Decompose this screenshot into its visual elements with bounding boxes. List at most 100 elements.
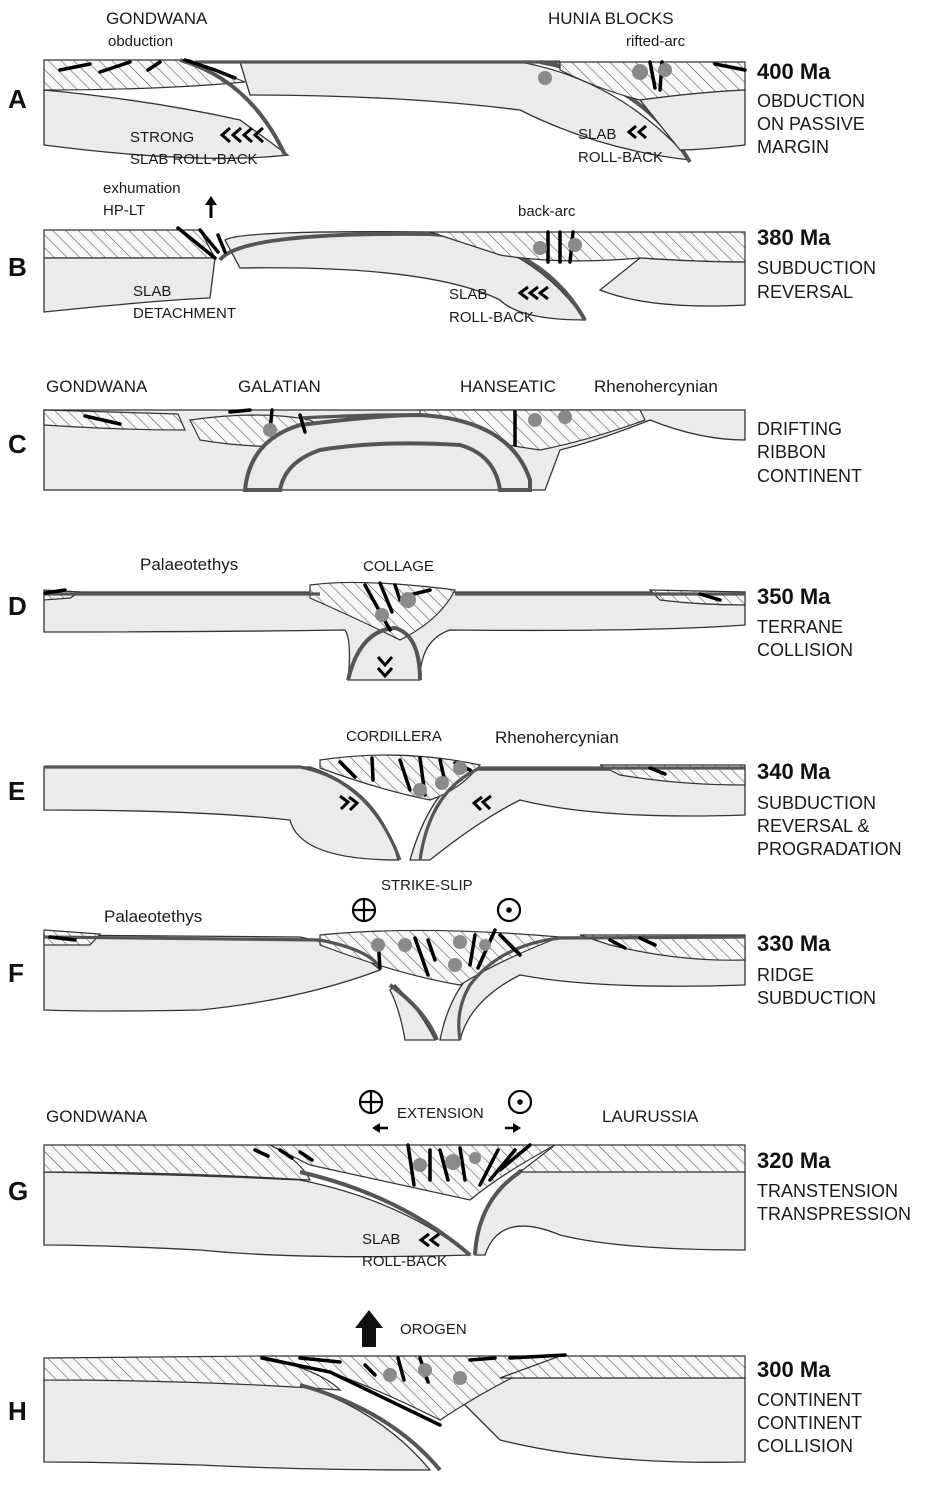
pluton [533, 241, 547, 255]
label-roll-back: ROLL-BACK [578, 149, 663, 166]
age-label: 350 Ma [757, 584, 831, 609]
caption-line: ON PASSIVE [757, 114, 865, 134]
panel-d: D Palaeotethys COLLAGE 350 Ma TERRANE CO… [8, 555, 853, 680]
caption-line: RIDGE [757, 965, 814, 985]
continental-lithosphere [44, 90, 288, 158]
pluton [445, 1154, 461, 1170]
up-arrow-icon [355, 1310, 383, 1347]
pluton [568, 238, 582, 252]
fault [218, 235, 225, 252]
caption-line: COLLISION [757, 640, 853, 660]
left-lithosphere [44, 767, 398, 860]
panel-letter: C [8, 429, 27, 459]
label-slab: SLAB [362, 1231, 400, 1248]
label-gondwana: GONDWANA [106, 9, 208, 28]
pluton [469, 1152, 481, 1164]
label-exhumation: exhumation [103, 180, 181, 197]
panel-a: A GONDWANA obduction HUNIA BLOCKS rifted… [8, 9, 865, 168]
label-collage: COLLAGE [363, 558, 434, 575]
pluton [263, 423, 277, 437]
panel-letter: F [8, 958, 24, 988]
pluton [383, 1368, 397, 1382]
pluton [528, 413, 542, 427]
caption-line: OBDUCTION [757, 91, 865, 111]
pluton [658, 63, 672, 77]
label-palaeotethys: Palaeotethys [140, 555, 238, 574]
pluton [413, 783, 427, 797]
caption-line: TERRANE [757, 617, 843, 637]
label-laurussia: LAURUSSIA [602, 1107, 699, 1126]
label-hunia-blocks: HUNIA BLOCKS [548, 9, 674, 28]
up-arrow-icon [205, 196, 217, 205]
panel-e: E CORDILLERA Rhenohercynian 340 Ma SUBDU… [8, 728, 902, 860]
label-gondwana: GONDWANA [46, 1107, 148, 1126]
caption-line: CONTINENT [757, 1413, 862, 1433]
label-gondwana: GONDWANA [46, 377, 148, 396]
panel-f: F Palaeotethys STRIKE-SLIP [8, 877, 876, 1040]
right-lithosphere [475, 1170, 745, 1255]
pluton [418, 1363, 432, 1377]
pluton [371, 938, 385, 952]
fault [372, 758, 373, 780]
laurussia-crust [520, 1145, 745, 1172]
label-rhenohercynian: Rhenohercynian [594, 377, 718, 396]
caption-line: SUBDUCTION [757, 988, 876, 1008]
label-roll-back: ROLL-BACK [449, 309, 534, 326]
into-page-symbol-icon [353, 899, 375, 921]
pluton [398, 938, 412, 952]
label-slab: SLAB [449, 286, 487, 303]
caption-line: CONTINENT [757, 1390, 862, 1410]
panel-g: G GONDWANA EXTENSION LAURUSSIA [8, 1091, 911, 1270]
caption-line: MARGIN [757, 137, 829, 157]
age-label: 380 Ma [757, 225, 831, 250]
panel-h: H OROGEN 300 Ma CONTINENT CONTINENT COLL… [8, 1310, 862, 1470]
caption-line: DRIFTING [757, 419, 842, 439]
label-galatian: GALATIAN [238, 377, 321, 396]
pluton [632, 64, 648, 80]
label-detachment: DETACHMENT [133, 305, 236, 322]
caption-line: REVERSAL [757, 282, 853, 302]
pluton [479, 939, 491, 951]
right-plate [600, 258, 745, 306]
caption-line: TRANSPRESSION [757, 1204, 911, 1224]
label-hanseatic: HANSEATIC [460, 377, 556, 396]
pluton [448, 958, 462, 972]
caption-line: REVERSAL & [757, 816, 869, 836]
label-slab-roll-back: SLAB ROLL-BACK [130, 151, 258, 168]
into-page-symbol-icon [360, 1091, 382, 1113]
label-strong: STRONG [130, 129, 194, 146]
age-label: 300 Ma [757, 1357, 831, 1382]
ridge-slab [390, 985, 435, 1040]
caption-line: TRANSTENSION [757, 1181, 898, 1201]
fault [230, 410, 250, 412]
label-extension: EXTENSION [397, 1105, 484, 1122]
pluton [453, 935, 467, 949]
label-roll-back: ROLL-BACK [362, 1253, 447, 1270]
panel-c: C GONDWANA GALATIAN HANSEATIC Rhenohercy… [8, 377, 862, 490]
panel-letter: A [8, 84, 27, 114]
pluton [558, 410, 572, 424]
caption-line: PROGRADATION [757, 839, 902, 859]
label-cordillera: CORDILLERA [346, 728, 442, 745]
label-strike-slip: STRIKE-SLIP [381, 877, 473, 894]
left-arrow-icon [372, 1123, 388, 1133]
caption-line: SUBDUCTION [757, 793, 876, 813]
panel-b: B exhumation HP-LT back-arc SLAB DETACHM… [8, 180, 876, 326]
age-label: 400 Ma [757, 59, 831, 84]
pluton [538, 71, 552, 85]
label-orogen: OROGEN [400, 1321, 467, 1338]
pluton [453, 1371, 467, 1385]
label-hp-lt: HP-LT [103, 202, 145, 219]
panel-letter: E [8, 776, 25, 806]
pluton [400, 592, 416, 608]
label-rhenohercynian: Rhenohercynian [495, 728, 619, 747]
pluton [435, 776, 449, 790]
label-slab: SLAB [133, 283, 171, 300]
gondwana-crust [44, 230, 215, 258]
age-label: 330 Ma [757, 931, 831, 956]
panel-letter: G [8, 1176, 28, 1206]
label-obduction: obduction [108, 33, 173, 50]
out-of-page-symbol-icon [498, 899, 520, 921]
caption-line: COLLISION [757, 1436, 853, 1456]
